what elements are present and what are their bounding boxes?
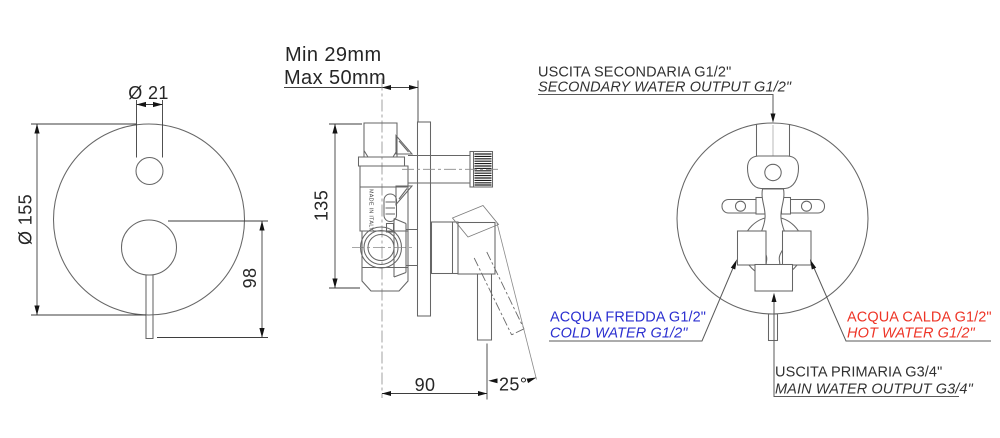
valve-body-upper <box>357 156 409 232</box>
primary-output-label-en: MAIN WATER OUTPUT G3/4" <box>775 382 974 398</box>
handle-rotated-ghost-top <box>451 204 500 238</box>
leader-primary <box>771 292 959 397</box>
rear-view: USCITA SECONDARIA G1/2" SECONDARY WATER … <box>538 65 992 398</box>
dim-plate-diameter: Ø 155 <box>16 123 146 316</box>
dim-handle-reach-text: 98 <box>240 268 260 289</box>
dim-handle-reach: 98 <box>157 220 268 338</box>
dim-body-height-text: 135 <box>312 190 332 221</box>
primary-outlet-pipe <box>767 313 779 342</box>
cold-inlet-port <box>736 230 767 266</box>
lever-rotated-ghost <box>473 251 525 336</box>
valve-body-lower <box>361 231 409 292</box>
top-outlet-pipe <box>363 122 398 158</box>
neck-lines <box>406 228 418 267</box>
handle-lever-front <box>145 274 154 340</box>
wall-plate-front <box>52 123 246 316</box>
secondary-output-label-it: USCITA SECONDARIA G1/2" <box>538 65 731 81</box>
dim-handle-angle-text: 25° <box>499 375 527 395</box>
leader-hot <box>810 259 991 342</box>
depth-max-text: Max 50mm <box>284 67 386 89</box>
hot-inlet-label-it: ACQUA CALDA G1/2" <box>847 310 992 326</box>
elbow-fitting <box>746 155 800 190</box>
dim-handle-depth: 90 <box>381 343 488 400</box>
dim-wall-depth <box>284 80 419 122</box>
dim-handle-angle: 25° <box>488 375 537 395</box>
side-view: Min 29mm Max 50mm MADE IN ITALY <box>284 44 537 400</box>
wall-plate-side <box>416 121 432 317</box>
body-marking-text: MADE IN ITALY <box>368 189 374 231</box>
dim-handle-depth-text: 90 <box>415 375 436 395</box>
dim-button-diameter: Ø 21 <box>128 83 169 158</box>
cold-inlet-label-it: ACQUA FREDDA G1/2" <box>550 310 706 326</box>
depth-min-text: Min 29mm <box>285 44 382 66</box>
primary-output-label-it: USCITA PRIMARIA G3/4" <box>775 365 942 381</box>
primary-outlet-port <box>754 263 794 292</box>
dim-body-height: 135 <box>312 123 362 289</box>
cold-inlet-label-en: COLD WATER G1/2" <box>550 326 688 342</box>
hot-inlet-port <box>781 230 812 266</box>
dim-button-diameter-text: Ø 21 <box>128 83 169 103</box>
shower-outlet-pipe <box>402 150 501 188</box>
knurled-fitting <box>474 153 492 186</box>
hot-inlet-label-en: HOT WATER G1/2" <box>847 326 976 342</box>
body-detail-capsule <box>383 193 398 233</box>
handle-side <box>430 204 537 380</box>
diverter-button <box>135 156 164 186</box>
handle-knob <box>120 219 178 276</box>
leader-secondary <box>538 94 776 123</box>
angle-boundary-line <box>496 222 537 380</box>
escutcheon-cone <box>393 218 407 278</box>
screw-hole-left <box>734 200 747 212</box>
screw-hole-right <box>800 200 813 212</box>
leader-cold <box>549 259 737 342</box>
front-view: Ø 155 Ø 21 98 <box>16 83 268 340</box>
secondary-pipe <box>755 124 791 156</box>
secondary-output-label-en: SECONDARY WATER OUTPUT G1/2" <box>538 80 792 96</box>
dim-plate-diameter-text: Ø 155 <box>16 194 36 245</box>
mounting-clips <box>395 134 414 206</box>
elbow-hole <box>764 163 782 182</box>
cartridge-circles <box>352 226 414 269</box>
